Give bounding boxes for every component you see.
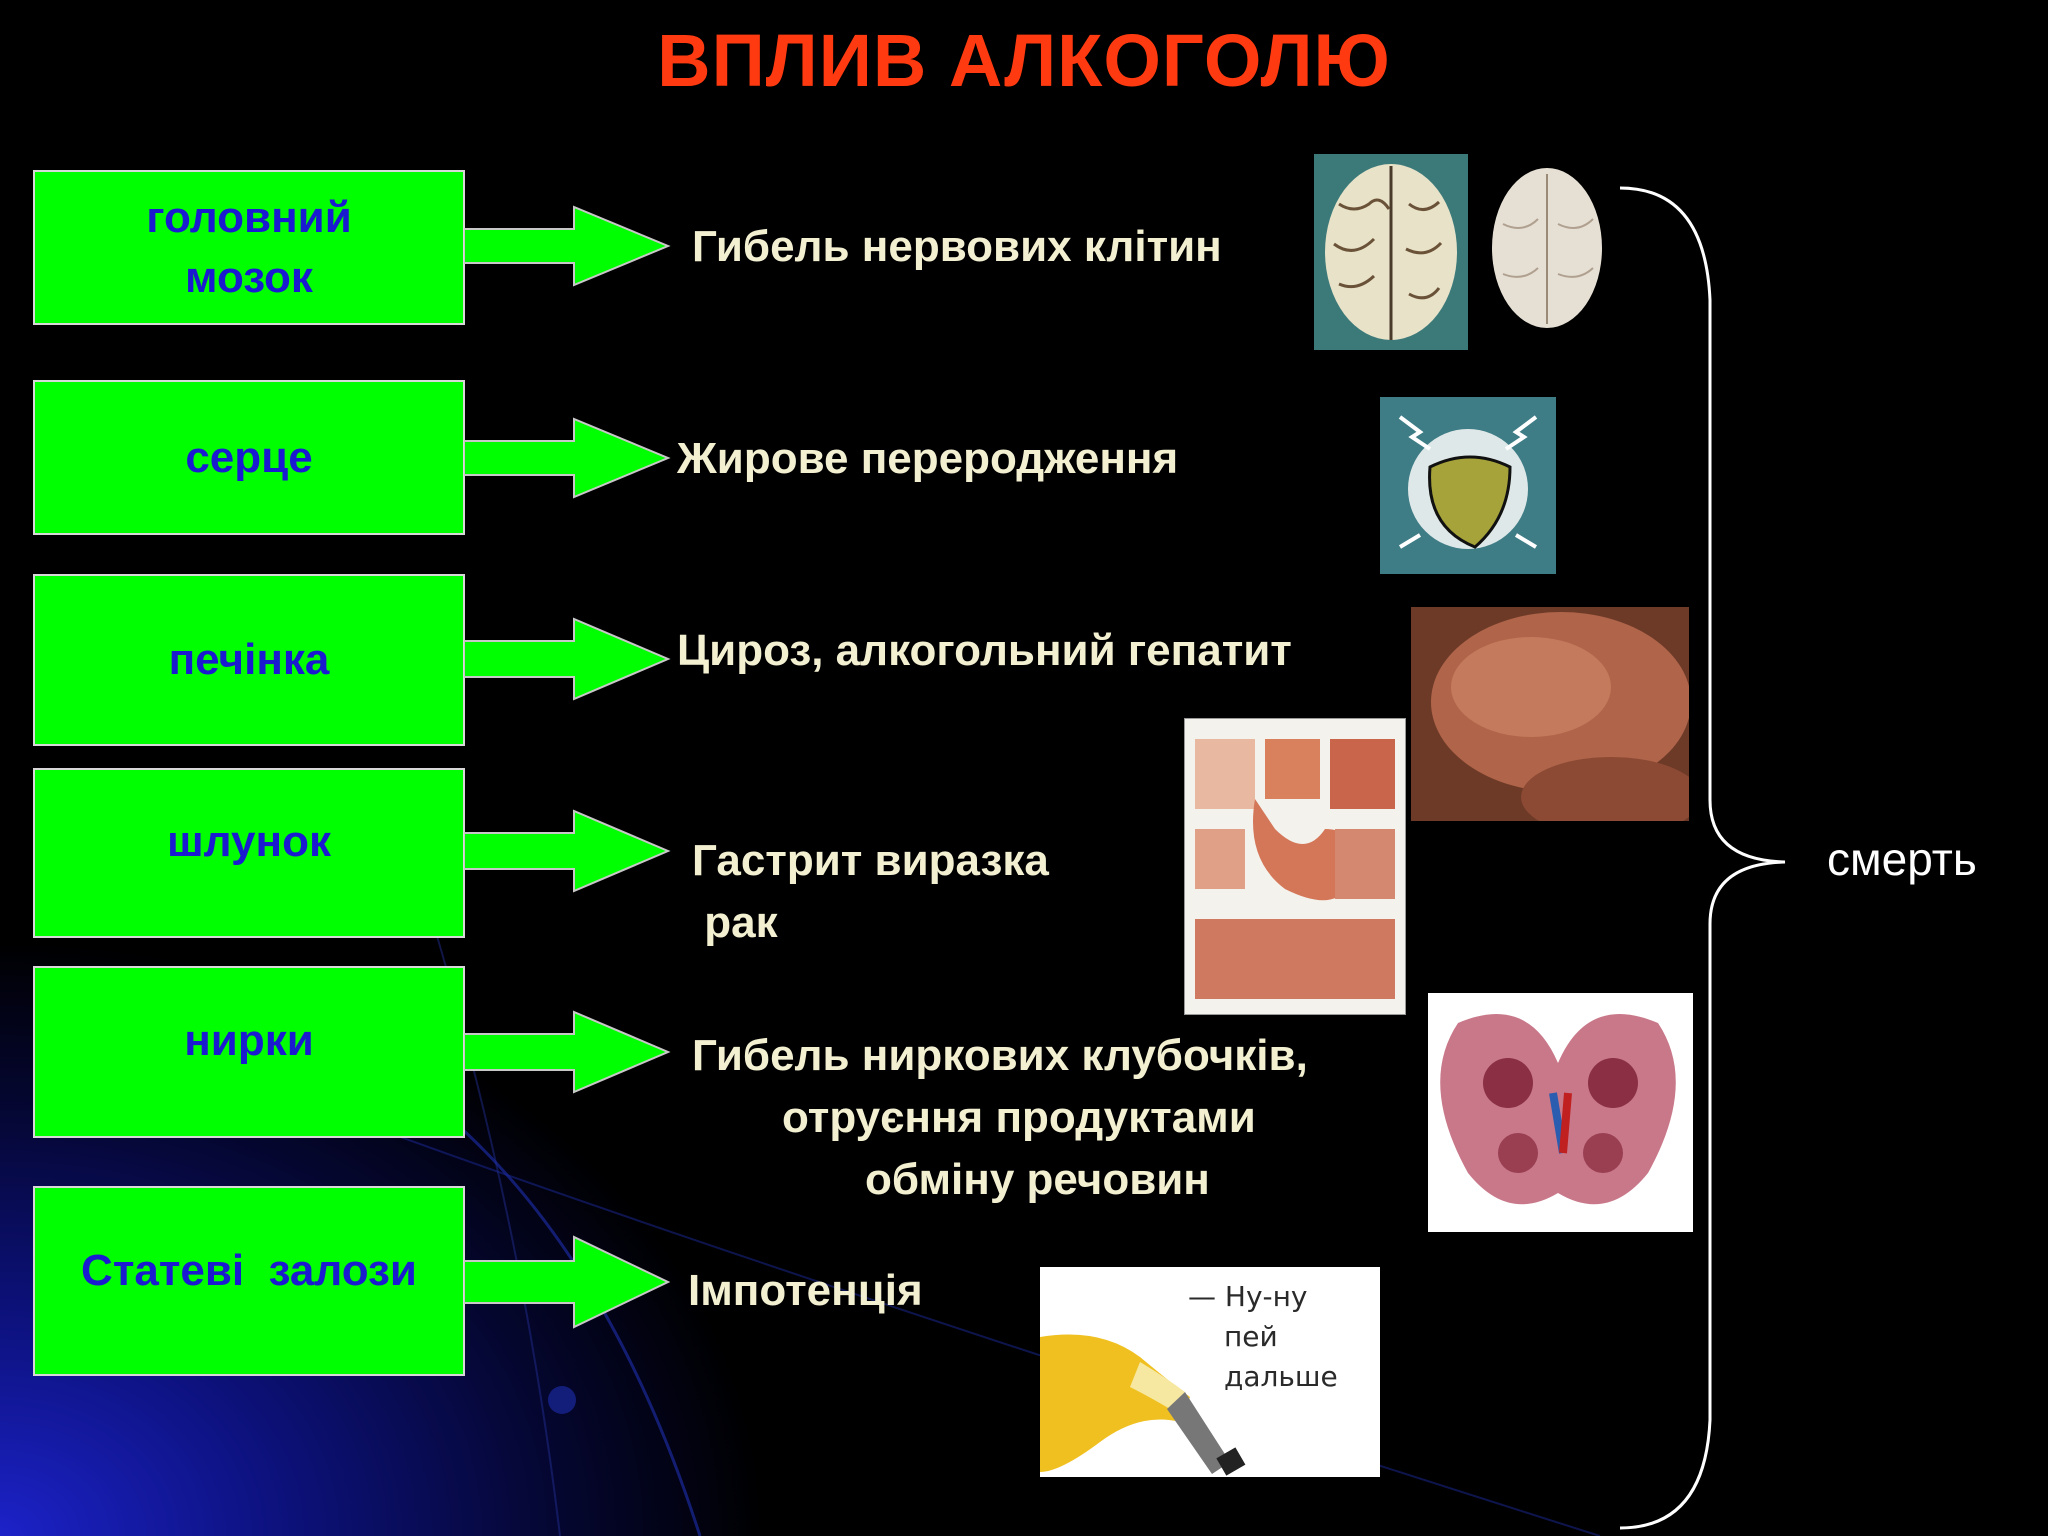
organ-label: нирки xyxy=(184,1016,314,1066)
organ-label: печінка xyxy=(168,635,330,685)
organ-label-line: мозок xyxy=(185,252,313,302)
arrow-heart xyxy=(464,417,671,499)
effect-gonads: Імпотенція xyxy=(688,1266,923,1315)
arrow-brain xyxy=(464,205,671,287)
organ-label: серце xyxy=(185,432,313,482)
organ-box-kidneys: нирки xyxy=(33,966,465,1138)
arrow-gonads xyxy=(464,1235,671,1329)
brain-icon-damaged xyxy=(1488,164,1606,332)
curly-brace xyxy=(1619,186,1786,1530)
organ-label: Статеві залози xyxy=(81,1246,417,1296)
effect-kidneys: Гибель ниркових клубочків, отруєння прод… xyxy=(692,1031,1308,1204)
kidney-icon xyxy=(1428,993,1693,1232)
organ-label-line: головний xyxy=(146,193,352,243)
cartoon-caption: — Ну-ну пей дальше xyxy=(1188,1280,1338,1393)
slide-title: ВПЛИВ АЛКОГОЛЮ xyxy=(657,19,1391,102)
organ-box-liver: печінка xyxy=(33,574,465,746)
stomach-icon xyxy=(1184,718,1406,1015)
effect-heart: Жирове переродження xyxy=(677,434,1179,483)
heart-icon xyxy=(1380,397,1556,574)
bottle-icon: — Ну-ну пей дальше xyxy=(1040,1267,1380,1477)
organ-box-heart: серце xyxy=(33,380,465,535)
organ-box-gonads: Статеві залози xyxy=(33,1186,465,1376)
outcome-label: смерть xyxy=(1827,833,1977,885)
liver-icon xyxy=(1411,607,1689,821)
arrow-kidneys xyxy=(464,1010,671,1094)
effect-brain: Гибель нервових клітин xyxy=(692,222,1222,271)
effect-stomach: Гастрит виразка рак xyxy=(692,836,1049,947)
organ-label: шлунок xyxy=(167,817,331,867)
arrow-liver xyxy=(464,617,671,701)
effect-liver: Цироз, алкогольний гепатит xyxy=(677,626,1292,675)
arrow-stomach xyxy=(464,809,671,893)
organ-box-brain: головний мозок xyxy=(33,170,465,325)
organ-box-stomach: шлунок xyxy=(33,768,465,938)
brain-icon xyxy=(1314,154,1468,350)
